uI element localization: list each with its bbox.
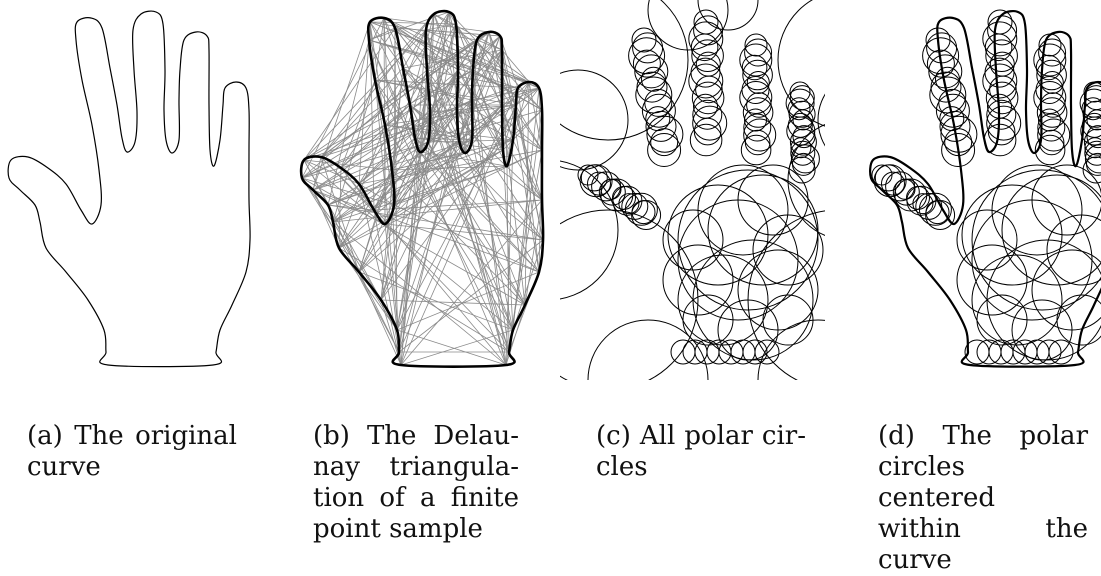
polar-circle (990, 76, 1017, 103)
delaunay-edge (420, 152, 525, 305)
polar-circle (985, 34, 1012, 61)
polar-circle (957, 210, 1017, 270)
polar-circle (696, 76, 723, 103)
delaunay-edge (304, 28, 395, 160)
polar-circle (663, 210, 723, 270)
polar-circle (560, 210, 698, 380)
caption-b: (b) The Delau- nay triangula- tion of a … (313, 421, 519, 545)
caption-c-line: (c) All polar cir- (596, 421, 806, 452)
caption-d-line: circles centered (878, 452, 1088, 514)
caption-c: (c) All polar cir- cles (596, 421, 806, 483)
caption-d: (d) The polar circles centered within th… (878, 421, 1088, 576)
polar-circle (1002, 175, 1101, 285)
caption-a-line: (a) The original (27, 421, 237, 452)
polar-circle (632, 28, 656, 52)
delaunay-edge (397, 330, 506, 365)
caption-a: (a) The original curve (27, 421, 237, 483)
caption-c-line: cles (596, 452, 806, 483)
polar-circle (588, 320, 708, 380)
delaunay-edge (304, 40, 477, 160)
polar-circle (763, 295, 813, 345)
delaunay-edge (321, 125, 385, 157)
polar-circle (651, 129, 678, 156)
caption-d-line: (d) The polar (878, 421, 1088, 452)
panel-d: (d) The polar circles centered within th… (850, 0, 1101, 540)
panel-c: (c) All polar cir- cles (560, 0, 850, 540)
polar-circle (1012, 300, 1072, 360)
polar-circle (789, 157, 815, 183)
polar-circle (708, 175, 818, 285)
delaunay-edge (401, 330, 513, 365)
caption-b-line: nay triangula- (313, 452, 519, 483)
polar-circle (988, 118, 1015, 145)
original-curve-figure (0, 0, 270, 380)
polar-circle (632, 201, 655, 224)
panel-a: (a) The original curve (0, 0, 270, 540)
polar-circle (1039, 34, 1061, 56)
polar-circle (977, 295, 1027, 345)
polar-circle (691, 34, 718, 61)
polar-circle (560, 70, 628, 170)
figure-clip-area (573, 10, 825, 372)
caption-d-line: within the curve (878, 514, 1088, 576)
all-polar-circles-figure (560, 0, 825, 380)
caption-b-line: tion of a finite (313, 483, 519, 514)
polar-circle (592, 172, 621, 201)
caption-b-line: point sample (313, 514, 519, 545)
polar-circle (647, 116, 683, 152)
delaunay-edges (302, 12, 543, 365)
delaunay-figure (270, 0, 560, 380)
polar-circles-interior (872, 10, 1101, 364)
polar-circle (745, 34, 767, 56)
polar-circle (694, 118, 721, 145)
polar-circles-all (560, 0, 825, 380)
delaunay-edge (381, 50, 502, 300)
caption-b-line: (b) The Delau- (313, 421, 519, 452)
delaunay-edge (339, 168, 341, 248)
caption-a-line: curve (27, 452, 237, 483)
hand-outline (8, 11, 250, 367)
panel-b: (b) The Delau- nay triangula- tion of a … (270, 0, 560, 540)
interior-polar-circles-figure (850, 0, 1101, 380)
